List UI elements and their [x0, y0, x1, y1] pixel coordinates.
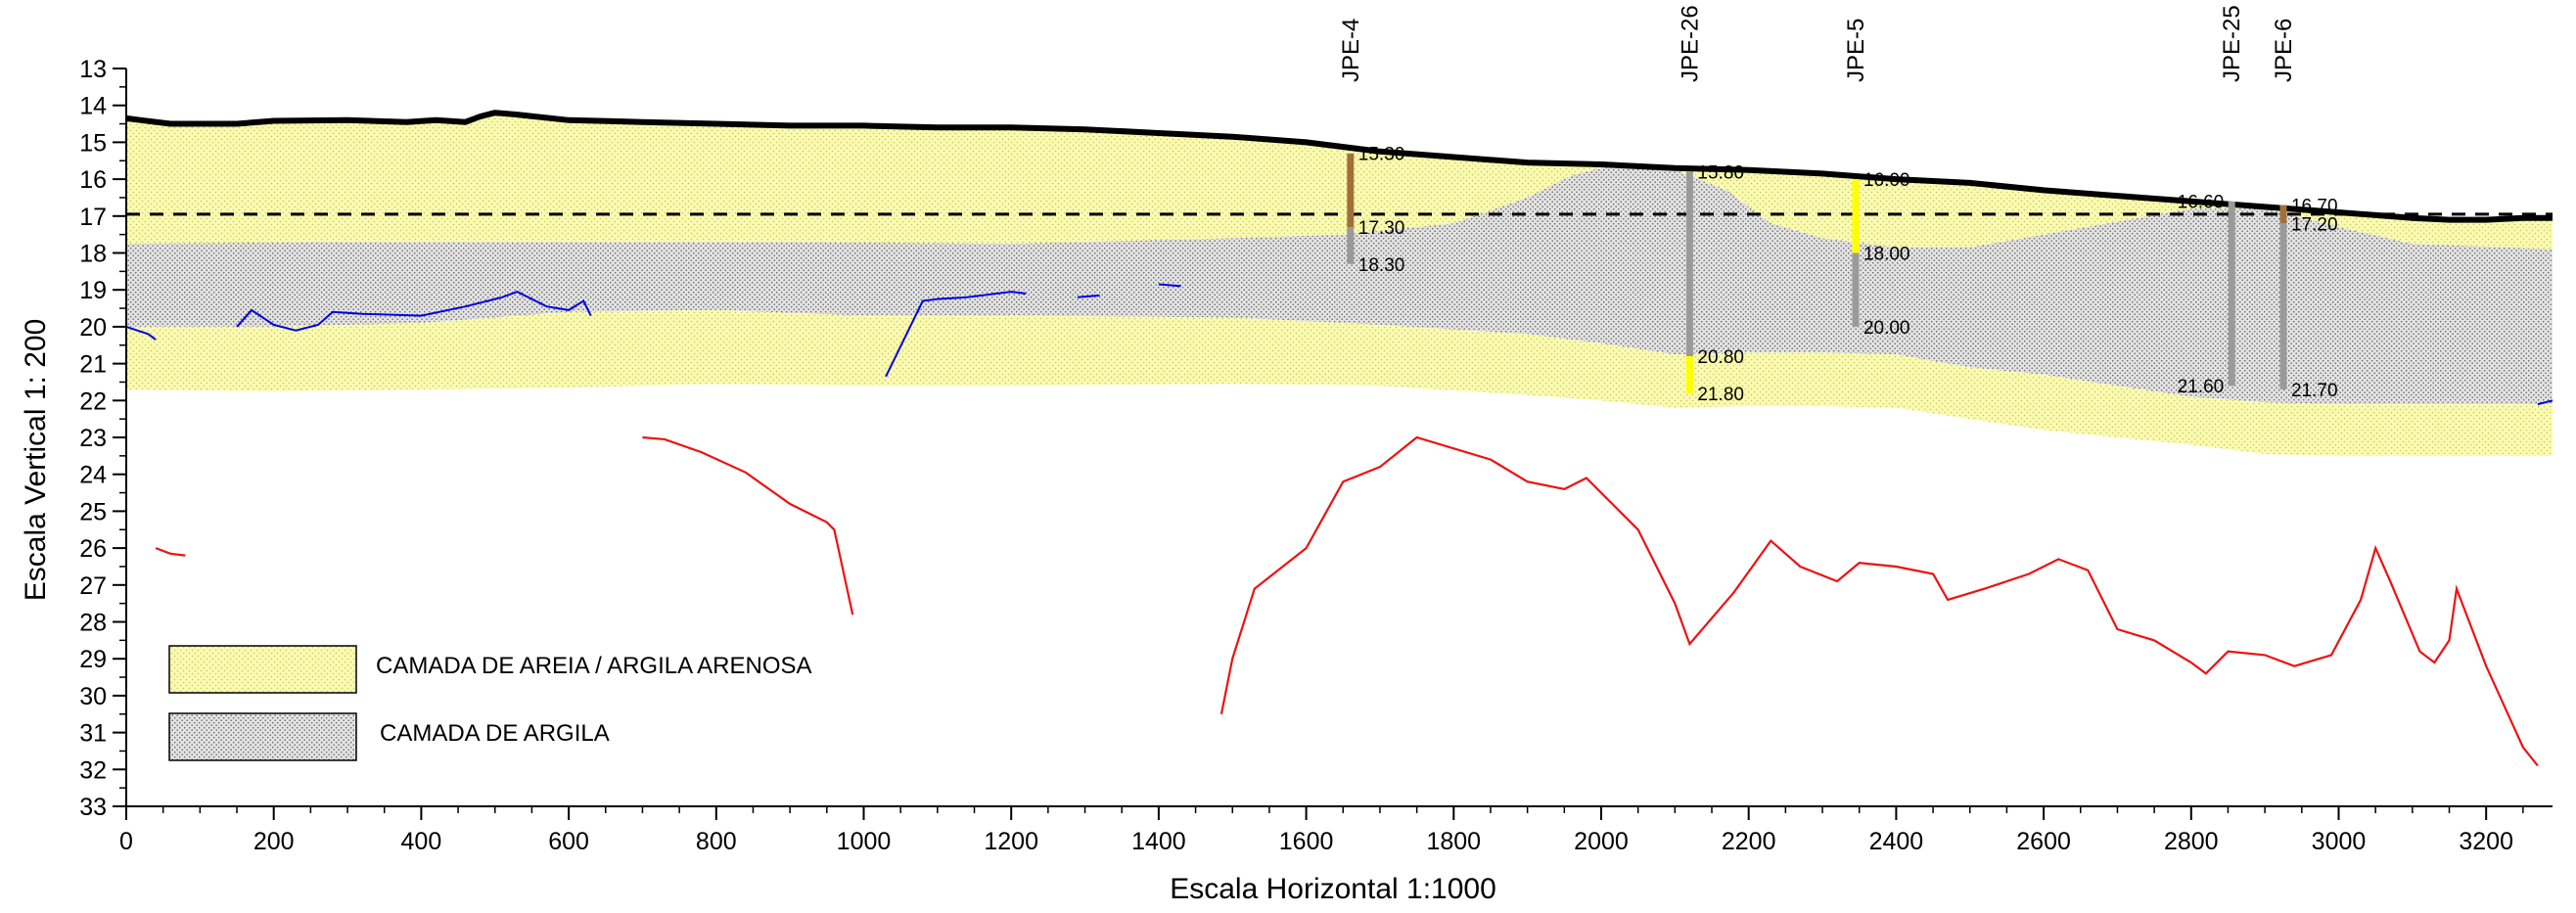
ground-surface-line — [125, 110, 2553, 223]
y-tick-label-8: 21 — [79, 351, 107, 379]
borehole-name-1: JPE-26 — [1677, 5, 1703, 82]
legend-swatch-clay — [168, 712, 357, 761]
x-axis-title: Escala Horizontal 1:1000 — [1170, 873, 1496, 905]
x-tick-label-6: 1200 — [984, 828, 1038, 855]
legend-label-sand: CAMADA DE AREIA / ARGILA ARENOSA — [376, 653, 812, 679]
borehole-1-depth-label-2: 21.80 — [1697, 385, 1744, 405]
borehole-4-depth-label-0: 16.70 — [2291, 196, 2338, 216]
x-tick-label-5: 1000 — [837, 828, 892, 855]
legend: CAMADA DE AREIA / ARGILA ARENOSA CAMADA … — [168, 645, 812, 761]
x-tick-label-12: 2400 — [1869, 828, 1924, 855]
x-tick-label-4: 800 — [696, 828, 737, 855]
blue-line-4 — [1158, 283, 1181, 288]
borehole-3-depth-label-0: 16.60 — [2178, 193, 2225, 213]
x-tick-label-15: 3000 — [2312, 828, 2367, 855]
y-tick-label-10: 23 — [79, 425, 107, 452]
y-tick-label-12: 25 — [79, 498, 107, 525]
red-line-1 — [642, 435, 854, 616]
y-tick-label-3: 16 — [79, 166, 107, 194]
y-tick-label-11: 24 — [79, 462, 107, 489]
y-tick-label-5: 18 — [79, 241, 107, 268]
x-tick-label-14: 2800 — [2164, 828, 2219, 855]
borehole-2-depth-label-1: 18.00 — [1863, 245, 1910, 265]
borehole-2-depth-label-2: 20.00 — [1863, 318, 1910, 339]
y-tick-label-9: 22 — [79, 388, 107, 415]
x-tick-label-9: 1800 — [1426, 828, 1481, 855]
x-tick-label-11: 2200 — [1722, 828, 1776, 855]
legend-label-clay: CAMADA DE ARGILA — [380, 720, 610, 747]
red-line-0 — [155, 547, 186, 557]
profile-lines — [125, 110, 2553, 767]
borehole-3-depth-label-1: 21.60 — [2178, 377, 2225, 397]
y-tick-label-20: 33 — [79, 794, 107, 821]
blue-line-0 — [125, 325, 157, 341]
borehole-1-depth-label-1: 20.80 — [1697, 347, 1744, 368]
x-tick-label-7: 1400 — [1131, 828, 1186, 855]
borehole-0-depth-label-0: 15.30 — [1358, 145, 1405, 165]
borehole-4-depth-label-1: 17.20 — [2291, 214, 2338, 235]
red-line-2 — [1219, 435, 2539, 767]
borehole-name-0: JPE-4 — [1338, 19, 1364, 82]
borehole-1-depth-label-0: 15.80 — [1697, 163, 1744, 184]
blue-line-1 — [236, 291, 592, 332]
x-tick-label-0: 0 — [119, 828, 133, 855]
y-tick-label-0: 13 — [79, 56, 107, 83]
legend-swatch-sand — [168, 645, 357, 694]
x-tick-label-13: 2600 — [2016, 828, 2071, 855]
x-tick-label-16: 3200 — [2459, 828, 2513, 855]
y-tick-label-17: 30 — [79, 683, 107, 710]
y-tick-label-1: 14 — [79, 93, 107, 120]
y-axis-title: Escala Vertical 1: 200 — [20, 319, 52, 602]
x-tick-label-8: 1600 — [1279, 828, 1334, 855]
borehole-2-depth-label-0: 16.00 — [1863, 170, 1910, 191]
borehole-name-4: JPE-6 — [2271, 19, 2297, 82]
borehole-0-depth-label-2: 18.30 — [1358, 255, 1405, 276]
x-tick-label-1: 200 — [253, 828, 295, 855]
y-tick-label-16: 29 — [79, 646, 107, 673]
x-tick-label-3: 600 — [548, 828, 589, 855]
y-tick-label-7: 20 — [79, 314, 107, 342]
y-tick-label-18: 31 — [79, 720, 107, 748]
blue-line-3 — [1077, 294, 1100, 298]
x-tick-label-10: 2000 — [1574, 828, 1629, 855]
y-tick-label-15: 28 — [79, 610, 107, 637]
soil-layers — [126, 113, 2553, 456]
clay-layer — [126, 164, 2553, 405]
y-tick-label-19: 32 — [79, 756, 107, 784]
y-tick-label-6: 19 — [79, 277, 107, 304]
y-tick-label-14: 27 — [79, 572, 107, 600]
y-tick-label-13: 26 — [79, 535, 107, 563]
lower-sand-layer — [126, 309, 2553, 456]
borehole-name-2: JPE-5 — [1843, 19, 1869, 82]
blue-line-5 — [2537, 399, 2553, 406]
borehole-name-3: JPE-25 — [2219, 5, 2245, 82]
boreholes: 15.30 17.30 18.30 JPE-4 15.80 20.80 21.80 JPE-2… — [1338, 5, 2338, 404]
y-tick-label-4: 17 — [79, 204, 107, 231]
borehole-4-depth-label-2: 21.70 — [2291, 381, 2338, 401]
axes: 13 14 15 16 17 18 19 20 21 22 23 24 25 26 27 28 29 30 31 32… — [79, 56, 2553, 855]
x-tick-label-2: 400 — [401, 828, 442, 855]
borehole-0-depth-label-1: 17.30 — [1358, 218, 1405, 239]
y-tick-label-2: 15 — [79, 129, 107, 157]
blue-line-2 — [885, 291, 1027, 378]
